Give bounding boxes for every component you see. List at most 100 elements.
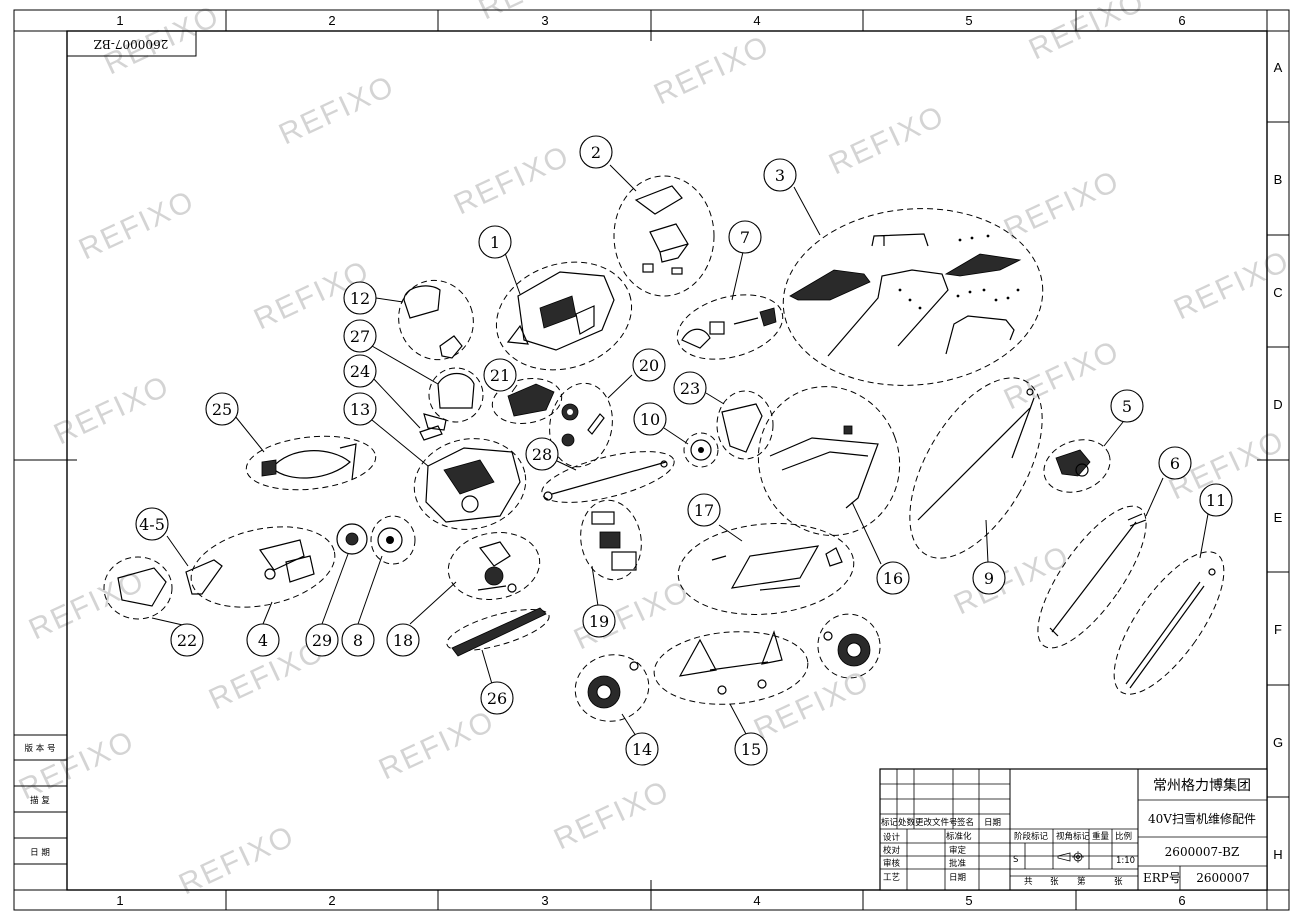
row-label: G (1273, 735, 1283, 750)
callout-label: 29 (312, 631, 332, 650)
col-label-top: 4 (753, 13, 760, 28)
part-group-18 (447, 532, 541, 600)
callout-label: 9 (984, 569, 994, 588)
callout-label: 14 (632, 740, 652, 759)
watermark: REFIXO (374, 704, 500, 786)
row-label: A (1274, 60, 1283, 75)
callout-label: 17 (694, 501, 714, 520)
col-label-top: 1 (116, 13, 123, 28)
part-group-19 (580, 499, 642, 581)
part-group-2 (613, 175, 715, 297)
tb-audit: 审核 (883, 858, 901, 869)
callout-label: 25 (212, 400, 232, 419)
callout-label: 10 (640, 410, 660, 429)
part-group-9 (909, 377, 1043, 559)
callout-label: 5 (1122, 397, 1132, 416)
part-group-4-5 (185, 559, 223, 595)
tb-header-date: 日期 (984, 818, 1001, 828)
col-label-top: 6 (1178, 13, 1185, 28)
leader-lines (151, 164, 1209, 737)
callout-label: 8 (353, 631, 363, 650)
tb-approve: 批准 (949, 858, 967, 869)
watermark: REFIXO (474, 0, 600, 26)
part-group-16 (757, 386, 901, 536)
left-revision-strip: 版 本 号 描 复 日 期 (13, 734, 68, 891)
tb-stage-value: S (1013, 855, 1018, 865)
projection-symbol-icon (1057, 851, 1084, 863)
tb-header-mark: 标记 (881, 817, 899, 828)
watermark: REFIXO (649, 29, 775, 111)
version-label: 版 本 号 (25, 743, 56, 754)
part-group-29 (336, 523, 368, 555)
callout-label: 6 (1170, 454, 1180, 473)
callout-label: 16 (883, 569, 903, 588)
callout-label: 13 (350, 400, 370, 419)
reference-number-rotated: 2600007-BZ (94, 37, 169, 51)
part-group-24 (419, 425, 443, 441)
tb-header-signature: 签名 (957, 817, 974, 828)
callout-label: 7 (740, 228, 750, 247)
watermark: REFIXO (24, 564, 150, 646)
callout-label: 1 (490, 233, 500, 252)
part-group-wheel-right (817, 613, 881, 679)
callout-label: 19 (589, 612, 609, 631)
part-group-8 (370, 515, 416, 565)
callout-label: 4 (258, 631, 268, 650)
title-block: 标记 处数 更改文件号 签名 日期 设计 标准化 校对 审定 审核 批准 工艺 … (879, 768, 1268, 891)
col-label-top: 3 (541, 13, 548, 28)
row-label: B (1274, 172, 1283, 187)
tb-design: 设计 (883, 832, 901, 843)
watermark: REFIXO (749, 664, 875, 746)
callout-label: 2 (591, 143, 601, 162)
callout-label: 23 (680, 379, 700, 398)
part-group-25 (245, 435, 377, 491)
callout-label: 28 (532, 445, 552, 464)
callout-label: 24 (350, 362, 370, 381)
part-group-7 (676, 294, 784, 360)
part-group-5 (1043, 439, 1111, 493)
col-label-bottom: 3 (541, 893, 548, 908)
drawing-number: 2600007-BZ (1165, 845, 1240, 859)
part-group-23 (716, 390, 774, 460)
tb-header-change-doc: 更改文件号 (915, 817, 958, 828)
part-group-27 (428, 367, 484, 423)
drawing-frame (13, 9, 1290, 911)
part-group-17 (677, 523, 855, 615)
watermark: REFIXO (999, 164, 1125, 246)
callouts: 1 2 3 4 4-5 5 6 7 8 9 10 11 12 13 14 15 … (135, 135, 1233, 766)
part-group-12 (398, 279, 474, 361)
part-group-20 (549, 382, 613, 468)
row-label: E (1274, 510, 1283, 525)
copy-label: 描 复 (30, 795, 50, 806)
watermark: REFIXO (549, 774, 675, 856)
company-name: 常州格力博集团 (1153, 777, 1251, 794)
col-label-bottom: 1 (116, 893, 123, 908)
tb-projection: 视角标记 (1056, 831, 1091, 842)
tb-scale: 比例 (1115, 831, 1132, 842)
part-group-11 (1113, 551, 1225, 695)
tb-review: 审定 (949, 845, 967, 856)
part-group-22 (103, 556, 173, 620)
watermark: REFIXO (999, 334, 1125, 416)
callout-label: 18 (393, 631, 413, 650)
row-label: C (1273, 285, 1282, 300)
watermark: REFIXO (14, 724, 140, 806)
part-group-10 (683, 432, 719, 468)
watermark: REFIXO (49, 369, 175, 451)
row-label: H (1273, 847, 1282, 862)
watermark: REFIXO (174, 819, 300, 901)
tb-date2: 日期 (949, 873, 966, 883)
part-group-28 (541, 451, 675, 503)
part-group-26 (446, 607, 550, 657)
col-label-bottom: 5 (965, 893, 972, 908)
col-label-bottom: 2 (328, 893, 335, 908)
watermark: REFIXO (74, 184, 200, 266)
tb-process: 工艺 (883, 873, 900, 883)
tb-page-unit: 张 (1114, 877, 1123, 887)
drawing-title: 40V扫雪机维修配件 (1148, 811, 1256, 826)
watermark-layer: REFIXO REFIXO REFIXO REFIXO REFIXO REFIX… (14, 0, 1295, 901)
part-group-13 (413, 413, 527, 530)
callout-label: 12 (350, 289, 370, 308)
part-group-4 (190, 526, 336, 608)
